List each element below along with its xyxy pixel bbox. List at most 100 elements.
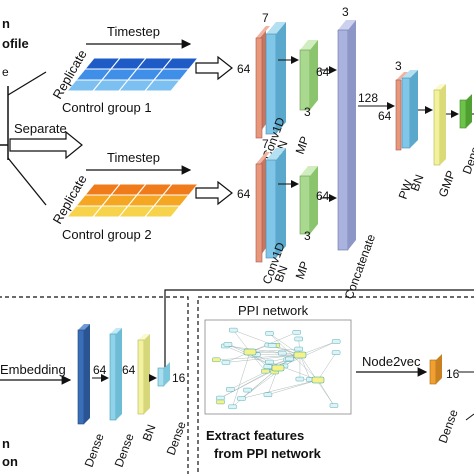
ppi-hub-node [271,364,285,372]
dense-final-label: Dense [460,138,474,176]
grid1-to-branch1-arrow [195,55,233,81]
ppi-node [221,360,231,365]
dense-cyan-block [109,333,117,421]
ppi-title: PPI network [238,303,309,318]
dense4-label: Dense [436,407,461,445]
post-dim64: 64 [378,109,392,123]
dense1-label: Dense [82,431,107,469]
post-dim128: 128 [358,91,378,105]
gmp-block [433,89,441,166]
ppi-edge [299,354,311,380]
branch2-mp-block [299,175,311,235]
post-dim3: 3 [395,59,402,73]
dense-blue-layer [77,324,90,425]
ppi-node [295,376,305,382]
branch-1: 64 7 64 3 Conv1D BN MP [237,11,330,161]
dense-final-layer [459,94,472,129]
ppi-node [216,395,225,401]
grid-control-group-1: Replicate Timestep Control group 1 [50,24,200,115]
ppi-node [237,396,246,401]
branch2-dim64: 64 [237,187,251,201]
branch2-dim3: 3 [304,229,311,243]
ppi-node [267,343,277,348]
ppi-node [261,368,270,374]
branch2-dim7: 7 [262,137,269,151]
embedding-label: Embedding [0,362,66,377]
ppi-edge [277,341,337,369]
grid2-timestep-label: Timestep [107,150,160,165]
ppi-node [216,399,225,405]
ppi-node [331,339,341,344]
dim64b: 64 [122,363,136,377]
ppi-node [223,342,233,347]
branch2-dim64b: 64 [316,189,330,203]
ppi-node [228,404,237,410]
extract-features-line1: Extract features [206,428,304,443]
pw-bn-stack [395,70,418,151]
split-line-1 [7,71,47,96]
branch1-conv1d-block [255,37,263,139]
gmp-layer [433,84,446,166]
grid-control-group-2: Replicate Timestep Control group 2 [50,150,200,242]
ppi-node [263,392,273,397]
left-bottom-partial-1: n [2,436,10,451]
ppi-node [329,403,339,408]
bottom-bn-layer [137,334,150,415]
ppi-edge [317,379,335,406]
grid2-caption: Control group 2 [62,227,152,242]
branch-2: 64 7 64 3 Conv1D BN MP [237,137,330,286]
branch1-dim64b: 64 [316,65,330,79]
branch1-mp-label: MP [293,134,312,156]
extract-features-line2: from PPI network [214,446,322,461]
dense-small-layer [157,362,170,387]
dense-small-block [157,367,165,387]
concatenate-layer: 3 Concatenate [337,5,378,301]
ppi-edge [232,351,251,407]
separate-label: Separate [14,121,67,136]
feedback-line [164,289,474,368]
title-partial-1: n [2,16,10,31]
ppi-hub-node [243,348,257,356]
ppi-dashed-box [197,296,474,474]
ppi-edge [241,379,319,399]
dense-blue-block [77,329,85,425]
ppi-edge [225,345,279,369]
branch1-dim7: 7 [262,11,269,25]
branch2-mp-label: MP [293,259,312,281]
branch2-conv1d-block [255,163,263,263]
dense-final-block [459,99,467,129]
title-partial-2: ofile [2,36,29,51]
ppi-edge [225,354,301,363]
left-bottom-partial-2: on [2,454,18,469]
ppi-edge [233,329,301,356]
ppi-node [243,387,252,393]
ppi-node [331,350,341,355]
dense-cyan-layer [109,328,122,421]
pw-label: PW [396,177,416,201]
branch2-bn-label: BN [272,264,291,284]
bottom-bn-block [137,339,145,415]
ppi-edge [269,333,301,356]
ppi-node [265,331,274,336]
dim16b: 16 [446,367,460,381]
bottom-bn-label: BN [140,423,159,443]
ppi-node [226,387,235,392]
ppi-edge [249,348,299,353]
ppi-node [263,364,273,369]
pw-bn-block [401,77,411,149]
split-line-2 [7,157,47,206]
separate-arrow [9,130,83,160]
dense-orange-layer [429,354,442,385]
ppi-edge [249,332,297,353]
grid2-cell [143,205,182,218]
ppi-edge [269,333,319,381]
branch1-dim64: 64 [237,62,251,76]
concat-dim3: 3 [342,5,349,19]
grid1-cell [143,79,182,92]
ppi-edge [267,379,319,395]
dim64a: 64 [93,363,107,377]
ppi-node [292,330,301,335]
branch1-dim3: 3 [304,105,311,119]
ppi-node [212,357,221,363]
